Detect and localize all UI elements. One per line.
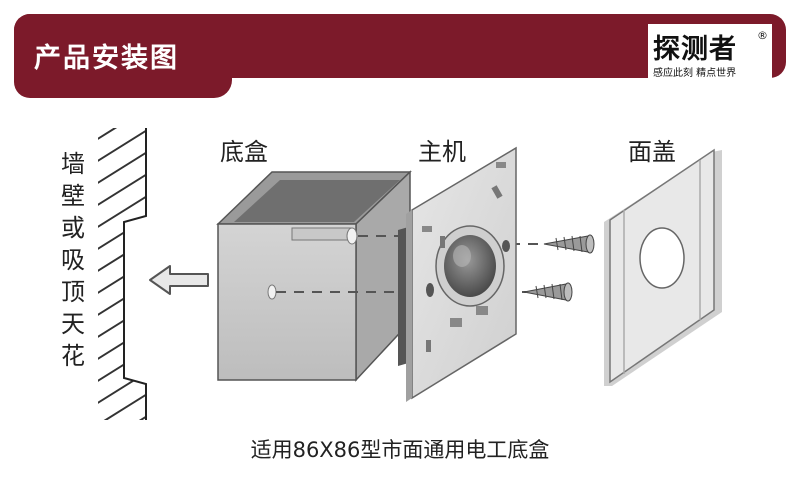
screw-icon — [543, 234, 595, 254]
base-box-illustration — [216, 170, 412, 382]
label-main-unit: 主机 — [418, 138, 466, 166]
compatibility-caption: 适用86X86型市面通用电工底盒 — [250, 438, 550, 462]
wall-label-char: 花 — [61, 342, 85, 370]
brand-logo: 探测者 ® 感应此刻 精点世界 — [648, 24, 772, 82]
label-base-box: 底盒 — [220, 138, 268, 166]
screw-icon — [523, 282, 573, 302]
wall-label-char: 墙 — [61, 150, 85, 178]
wall-label: 墙 壁 或 吸 顶 天 花 — [58, 148, 88, 372]
registered-mark: ® — [757, 29, 768, 42]
main-unit-illustration — [398, 146, 517, 402]
brand-slogan: 感应此刻 精点世界 — [653, 68, 737, 79]
wall-label-char: 天 — [61, 310, 85, 338]
wall-section — [98, 128, 147, 420]
wall-label-char: 壁 — [61, 182, 85, 210]
arrow-left-icon — [149, 265, 209, 295]
wall-label-char: 吸 — [61, 246, 85, 274]
label-cover: 面盖 — [628, 138, 676, 166]
page-title: 产品安装图 — [34, 43, 179, 74]
cover-plate-illustration — [604, 148, 722, 386]
header-tab — [14, 14, 232, 98]
wall-label-char: 顶 — [61, 278, 85, 306]
brand-name: 探测者 — [653, 34, 737, 65]
wall-label-char: 或 — [61, 214, 85, 242]
